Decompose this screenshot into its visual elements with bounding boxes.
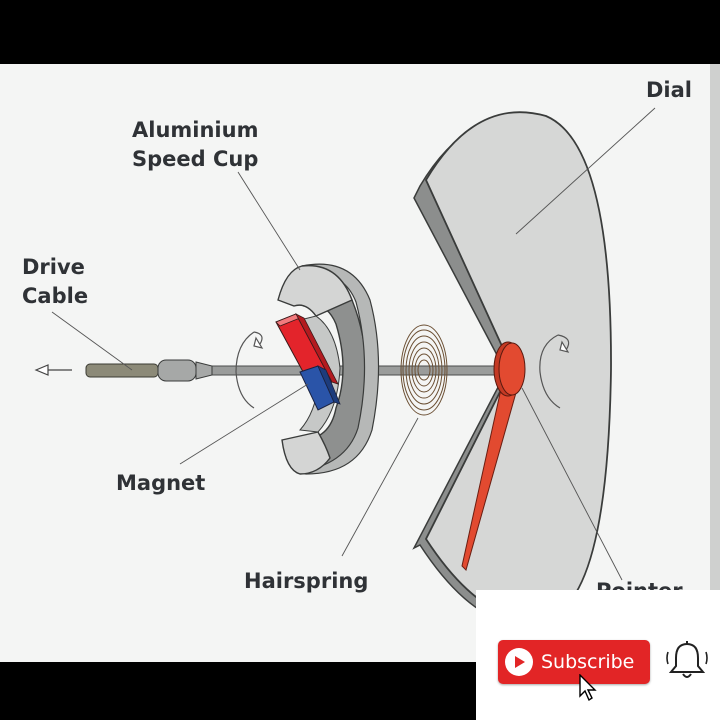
label-cable-line2: Cable <box>22 284 88 308</box>
direction-arrow-icon <box>34 364 72 376</box>
drive-cable <box>85 359 213 382</box>
magnet <box>275 313 341 411</box>
pointer <box>461 341 526 571</box>
rotation-arrow-icon <box>235 331 264 409</box>
label-magnet: Magnet <box>116 471 205 495</box>
play-icon <box>505 648 533 676</box>
label-dial: Dial <box>646 78 692 102</box>
label-cup-line1: Aluminium <box>132 118 258 142</box>
label-cable-line1: Drive <box>22 255 85 279</box>
hairspring <box>400 324 448 416</box>
rotation-arrow-icon <box>539 334 570 409</box>
subscribe-label: Subscribe <box>541 651 635 673</box>
subscribe-overlay: Subscribe <box>476 590 720 720</box>
leader-lines <box>51 107 656 581</box>
cursor-icon <box>578 673 598 706</box>
label-cup-line2: Speed Cup <box>132 147 258 171</box>
bell-icon[interactable] <box>664 640 710 686</box>
subscribe-button[interactable]: Subscribe <box>498 640 650 684</box>
label-hairspring: Hairspring <box>244 569 368 593</box>
